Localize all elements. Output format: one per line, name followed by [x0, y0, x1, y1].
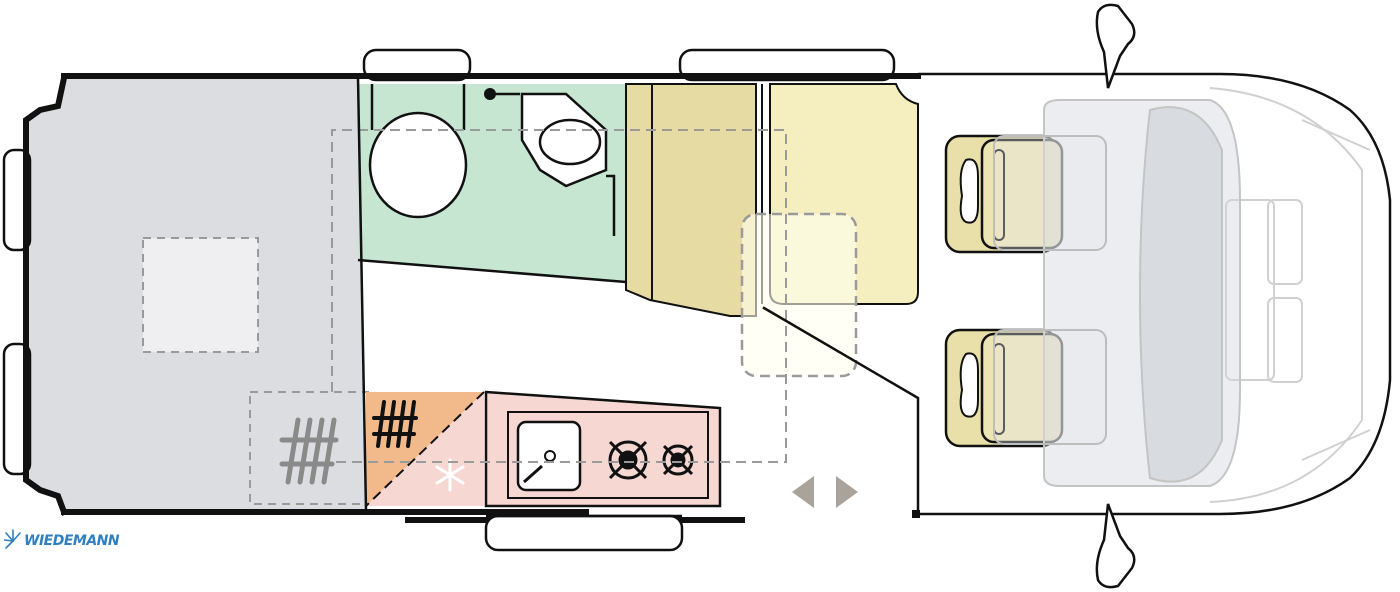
dashboard-panel	[1225, 199, 1275, 381]
bathroom-wall	[357, 258, 627, 284]
window-bottom	[484, 514, 684, 552]
dinette-table	[740, 212, 858, 378]
arrow-left-icon	[792, 476, 814, 508]
entry-step-line	[762, 306, 920, 516]
driver-cab	[918, 3, 1392, 589]
bathroom	[357, 84, 627, 284]
heater-fridge-divider	[365, 391, 485, 507]
sun-burst-icon	[4, 529, 21, 549]
rear-wall	[23, 74, 68, 516]
snowflake-icon	[435, 458, 465, 492]
washbasin-icon	[520, 92, 608, 188]
roof-hatch-rear	[142, 237, 259, 353]
cab-inner-outline	[1209, 87, 1363, 503]
windscreen	[1138, 106, 1223, 483]
dinette-bench	[740, 83, 919, 378]
arrow-right-icon	[836, 476, 858, 508]
tap-icon	[523, 464, 543, 484]
dashboard-vent-2	[1267, 297, 1303, 383]
door-post	[912, 510, 920, 518]
driver-seat-overlay	[993, 135, 1107, 251]
wardrobe-zone	[625, 83, 757, 317]
mirror-left-icon	[1095, 3, 1136, 89]
bed-edge	[356, 76, 368, 512]
passenger-seat-overlay	[993, 329, 1107, 445]
brand-name: WIEDEMANN	[24, 533, 120, 549]
cab-outline	[918, 72, 1392, 516]
shower-head-icon	[484, 88, 496, 100]
dashboard-vent-1	[1267, 199, 1303, 285]
wardrobe	[625, 83, 757, 317]
toilet-icon	[368, 111, 468, 219]
heater-icon	[372, 400, 418, 448]
window-top-2	[678, 48, 896, 82]
brand-logo: WIEDEMANN	[4, 528, 120, 554]
rear-bed	[2, 78, 369, 510]
hob-burner-icon	[608, 440, 694, 480]
hood-line	[1301, 119, 1371, 461]
mirror-right-icon	[1095, 503, 1136, 589]
driver-seat	[944, 134, 1064, 254]
counter-inner	[507, 411, 709, 499]
basin-bowl	[538, 118, 602, 166]
toilet-tank	[370, 84, 466, 130]
heater-grid-icon	[279, 417, 339, 485]
kitchen	[365, 390, 722, 508]
window-top-1	[362, 48, 472, 82]
passenger-seat	[944, 328, 1064, 448]
